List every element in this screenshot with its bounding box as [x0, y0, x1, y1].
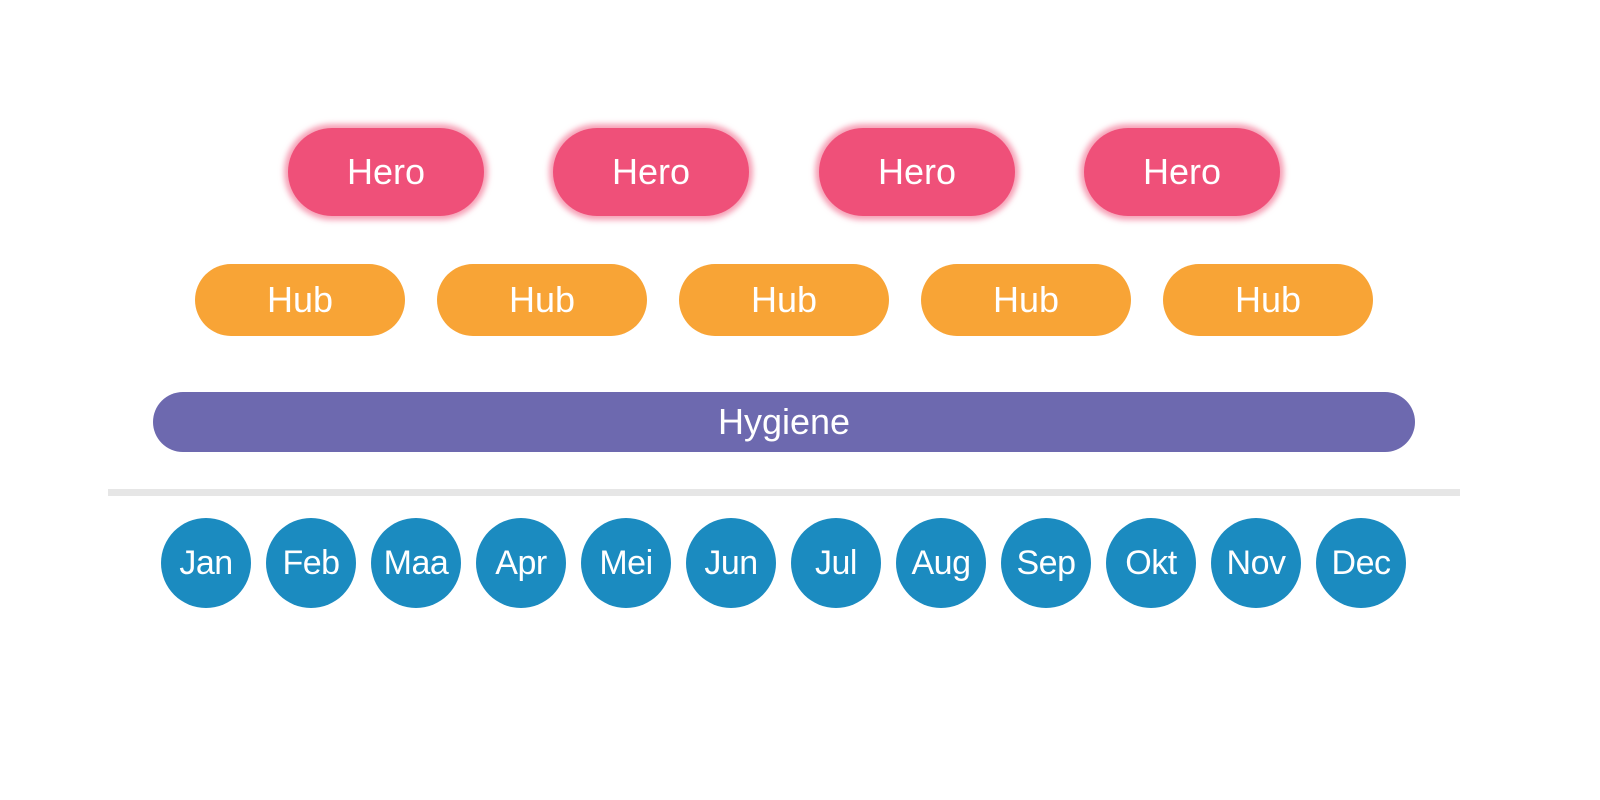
hygiene-bar: Hygiene: [153, 392, 1415, 452]
month-circle: Aug: [896, 518, 986, 608]
month-circle: Jul: [791, 518, 881, 608]
month-circle: Feb: [266, 518, 356, 608]
hub-pill: Hub: [1163, 264, 1373, 336]
hero-pill: Hero: [819, 128, 1015, 216]
timeline-divider: [108, 489, 1460, 496]
hub-pill: Hub: [679, 264, 889, 336]
hero-pill: Hero: [288, 128, 484, 216]
hero-pill: Hero: [1084, 128, 1280, 216]
month-circle: Mei: [581, 518, 671, 608]
hub-pill: Hub: [195, 264, 405, 336]
hub-pill: Hub: [921, 264, 1131, 336]
month-circle: Sep: [1001, 518, 1091, 608]
month-circle: Dec: [1316, 518, 1406, 608]
month-circle: Jun: [686, 518, 776, 608]
month-circle: Nov: [1211, 518, 1301, 608]
month-circle: Jan: [161, 518, 251, 608]
hub-pill: Hub: [437, 264, 647, 336]
hero-pill: Hero: [553, 128, 749, 216]
month-circle: Okt: [1106, 518, 1196, 608]
month-circle: Apr: [476, 518, 566, 608]
month-circle: Maa: [371, 518, 461, 608]
